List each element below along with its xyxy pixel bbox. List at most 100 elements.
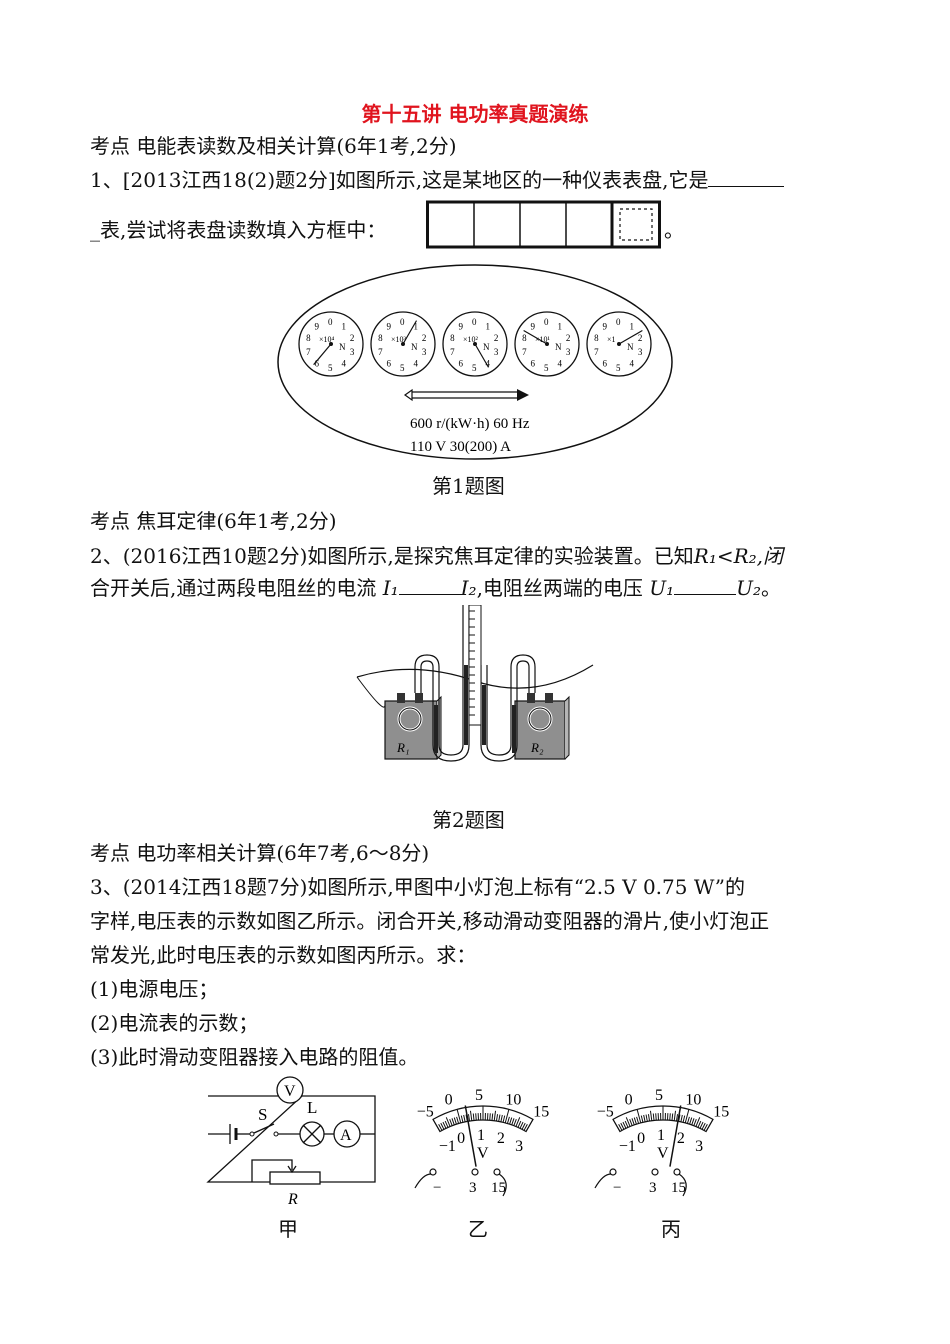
current-blank[interactable]: [398, 576, 461, 595]
dial-needle: [402, 320, 418, 345]
figure-label-yi: 乙: [468, 1217, 488, 1241]
scale-tick: [456, 1109, 462, 1124]
answer-blank[interactable]: [708, 168, 785, 187]
question-1-end: 。: [664, 218, 684, 242]
dial-digit: 5: [544, 363, 549, 373]
scale-tick: [622, 1121, 627, 1129]
current-1: I₁: [382, 576, 399, 600]
scale-tick: [673, 1110, 677, 1121]
reading-boxes[interactable]: [426, 200, 662, 250]
dial-digit: 4: [558, 359, 563, 369]
scale-tick: [444, 1120, 449, 1128]
scale-tick: [680, 1114, 683, 1122]
scale-tick: [695, 1117, 701, 1127]
dial-digit: 9: [602, 321, 607, 331]
dial-digit: 8: [522, 333, 527, 343]
dial-digit: 0: [472, 317, 477, 327]
scale-tick: [500, 1114, 503, 1122]
scale-tick: [504, 1109, 510, 1124]
dial-letter: N: [411, 342, 418, 352]
scale-tick: [643, 1114, 646, 1122]
upper-scale-label: 5: [655, 1087, 663, 1104]
dial-digit: 7: [522, 347, 527, 357]
upper-scale-label: 15: [533, 1104, 549, 1121]
dial-digit: 1: [558, 321, 563, 331]
joule-apparatus-figure: R₁ R₂: [356, 605, 594, 762]
scale-tick: [636, 1116, 640, 1124]
question-3-line-1: 3、(2014江西18题7分)如图所示,甲图中小灯泡上标有“2.5 V 0.75…: [90, 875, 745, 899]
scale-tick: [523, 1124, 528, 1131]
upper-scale-label: 10: [505, 1091, 521, 1108]
scale-tick: [525, 1119, 534, 1132]
resistor-2-label: R₂: [530, 740, 544, 755]
scale-tick: [625, 1117, 631, 1127]
dial-digit: 2: [566, 333, 571, 343]
scale-tick: [456, 1116, 460, 1124]
scale-tick: [519, 1121, 524, 1129]
scale-tick: [460, 1115, 464, 1123]
figure-label-jia: 甲: [278, 1217, 298, 1241]
dial-multiplier: ×10³: [391, 335, 407, 344]
dial-needle: [618, 329, 643, 345]
lamp-label: L: [307, 1098, 317, 1117]
scale-tick: [515, 1117, 521, 1127]
scale-tick: [636, 1109, 642, 1124]
scale-tick: [678, 1114, 681, 1122]
scale-tick: [495, 1114, 499, 1122]
lower-scale-label: −1: [439, 1138, 456, 1155]
dial-digit: 3: [422, 347, 427, 357]
dial-digit: 9: [314, 321, 319, 331]
lower-scale-label: 1: [477, 1127, 485, 1144]
terminal-icon: [493, 1168, 501, 1176]
scale-tick: [509, 1117, 513, 1125]
meter-needle: [669, 1105, 682, 1167]
scale-tick: [633, 1117, 637, 1125]
scale-tick: [629, 1118, 633, 1126]
dial-digit: 2: [494, 333, 499, 343]
scale-tick: [438, 1124, 443, 1131]
voltage-blank[interactable]: [674, 576, 737, 595]
scale-tick: [445, 1117, 451, 1127]
terminal-icon: [673, 1168, 681, 1176]
scale-tick: [652, 1113, 655, 1121]
figure-2-caption: 第2题图: [432, 808, 505, 832]
question-3-sub-3: (3)此时滑动变阻器接入电路的阻值。: [90, 1045, 419, 1069]
dial-letter: N: [483, 342, 490, 352]
meter-needle: [464, 1105, 477, 1167]
figure-1-caption: 第1题图: [432, 474, 505, 498]
scale-tick: [467, 1114, 471, 1122]
dial-digit: 3: [494, 347, 499, 357]
scale-tick: [624, 1120, 629, 1128]
section-heading-1: 考点 电能表读数及相关计算(6年1考,2分): [90, 134, 457, 158]
scale-tick: [691, 1118, 695, 1126]
dial-digit: 4: [486, 359, 491, 369]
dial-digit: 1: [486, 321, 491, 331]
voltmeter-label: V: [284, 1083, 296, 1100]
lower-scale-label: 1: [657, 1127, 665, 1144]
dial-needle: [313, 343, 332, 366]
dial-digit: 8: [306, 333, 311, 343]
switch-label: S: [258, 1105, 267, 1124]
question-3-sub-1: (1)电源电压；: [90, 977, 219, 1001]
scale-tick: [631, 1118, 635, 1126]
scale-tick: [682, 1115, 686, 1123]
dial-digit: 6: [314, 359, 319, 369]
scale-tick: [451, 1118, 455, 1126]
dial-digit: 8: [594, 333, 599, 343]
scale-tick: [517, 1120, 522, 1128]
scale-tick: [506, 1116, 510, 1124]
dial-digit: 5: [616, 363, 621, 373]
terminal-icon: [651, 1168, 659, 1176]
dial-digit: 4: [630, 359, 635, 369]
scale-tick: [502, 1115, 506, 1123]
scale-tick: [491, 1113, 494, 1121]
question-2-end: 。: [761, 576, 782, 600]
current-2: I₂: [460, 576, 477, 600]
dial-digit: 6: [530, 359, 535, 369]
upper-scale-label: −5: [597, 1104, 614, 1121]
question-2-text: 2、(2016江西10题2分)如图所示,是探究焦耳定律的实验装置。已知: [90, 544, 694, 568]
scale-tick: [620, 1122, 625, 1130]
